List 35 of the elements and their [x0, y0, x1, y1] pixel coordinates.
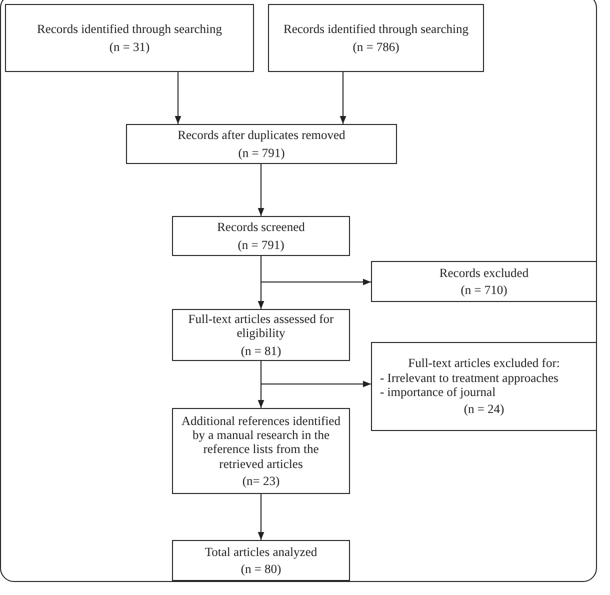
- arrow: [340, 72, 346, 124]
- arrow: [258, 164, 264, 216]
- count-text: (n = 786): [352, 40, 400, 54]
- process-box: [172, 216, 350, 256]
- box-text: Full-text articles assessed for eligibility: [187, 312, 335, 341]
- process-box: [172, 309, 350, 361]
- list-item: - importance of journal: [380, 385, 497, 400]
- process-box: [172, 408, 350, 494]
- process-box: [268, 4, 484, 72]
- arrow: [258, 494, 264, 540]
- box-text: Full-text articles excluded for:: [407, 356, 561, 371]
- count-text: (n = 24): [462, 402, 506, 417]
- box-text: Records screened: [217, 220, 305, 234]
- process-box: [5, 4, 254, 72]
- count-text: (n = 81): [240, 344, 282, 358]
- count-text: (n = 791): [238, 146, 285, 160]
- process-box: [172, 540, 350, 581]
- arrow: [174, 72, 182, 124]
- process-box: [126, 124, 397, 164]
- box-text: Records excluded: [439, 266, 529, 280]
- box-text: Records identified through searching: [283, 22, 469, 36]
- arrow: [258, 256, 264, 310]
- count-text: (n = 710): [460, 283, 508, 298]
- count-text: (n = 791): [238, 238, 284, 252]
- box-text: Total articles analyzed: [204, 544, 318, 559]
- process-box: [371, 261, 597, 302]
- box-text: Records identified through searching: [36, 22, 222, 36]
- list-item: - Irrelevant to treatment approaches: [380, 370, 560, 385]
- box-text: Records after duplicates removed: [178, 128, 346, 142]
- arrow: [258, 360, 264, 408]
- count-text: (n= 23): [242, 474, 280, 488]
- count-text: (n = 80): [240, 562, 282, 576]
- count-text: (n = 31): [109, 40, 150, 54]
- box-text: Additional references identified by a manual research in the reference lists from the retrieved articles: [181, 414, 341, 472]
- process-box: [371, 342, 597, 431]
